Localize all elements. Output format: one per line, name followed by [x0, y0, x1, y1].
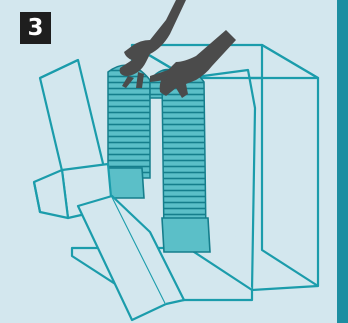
accent-edge-bar	[337, 0, 348, 323]
step-number-badge: 3	[20, 12, 51, 44]
